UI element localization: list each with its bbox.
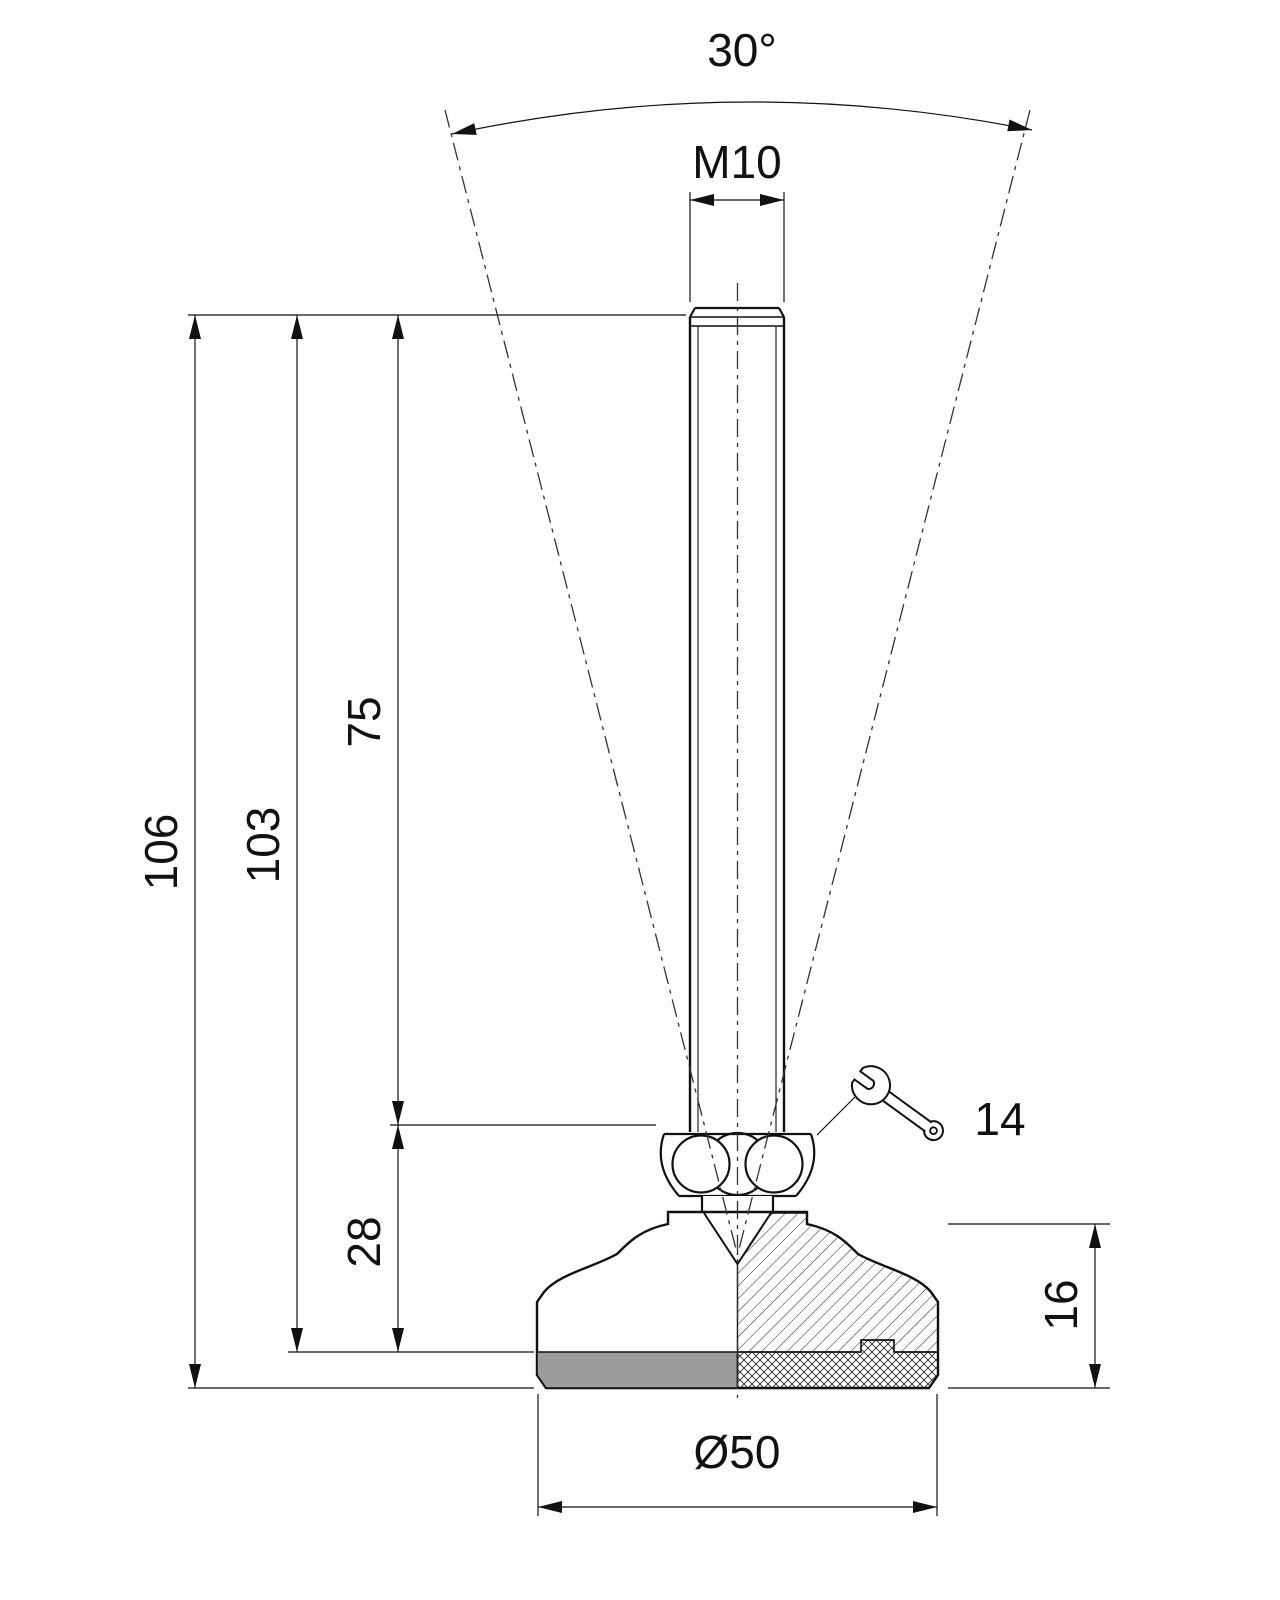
center-lines bbox=[444, 109, 1031, 1398]
base-housing bbox=[535, 1210, 940, 1390]
rubber-pad bbox=[536, 1351, 739, 1389]
washer-lobe-right bbox=[744, 1134, 804, 1194]
dim-label-103: 103 bbox=[237, 807, 289, 884]
washer-lobe-left bbox=[671, 1134, 731, 1194]
section-hatch-body bbox=[736, 1212, 939, 1353]
swivel-center-line-right bbox=[736, 109, 1031, 1256]
swivel-center-line-left bbox=[444, 109, 739, 1256]
dim-label-75: 75 bbox=[338, 696, 390, 747]
section-hatch-pad bbox=[736, 1339, 939, 1389]
dim-label-thread: M10 bbox=[692, 136, 781, 188]
ball-seat-cone bbox=[703, 1212, 772, 1266]
dimensions bbox=[188, 101, 1110, 1516]
thread-root-lines bbox=[697, 326, 777, 1132]
dim-label-base-diameter: Ø50 bbox=[694, 1426, 781, 1478]
dimension-labels: 30° M10 106 103 75 28 14 16 Ø50 bbox=[135, 24, 1087, 1478]
dim-label-16: 16 bbox=[1035, 1279, 1087, 1330]
dim-label-wrench-size: 14 bbox=[974, 1093, 1025, 1145]
dim-label-28: 28 bbox=[338, 1216, 390, 1267]
dim-label-swivel-angle: 30° bbox=[707, 24, 777, 76]
angle-arc bbox=[451, 101, 1033, 135]
wrench-icon bbox=[851, 1065, 944, 1142]
extension-lines bbox=[188, 192, 1110, 1516]
dim-label-106: 106 bbox=[135, 814, 187, 891]
